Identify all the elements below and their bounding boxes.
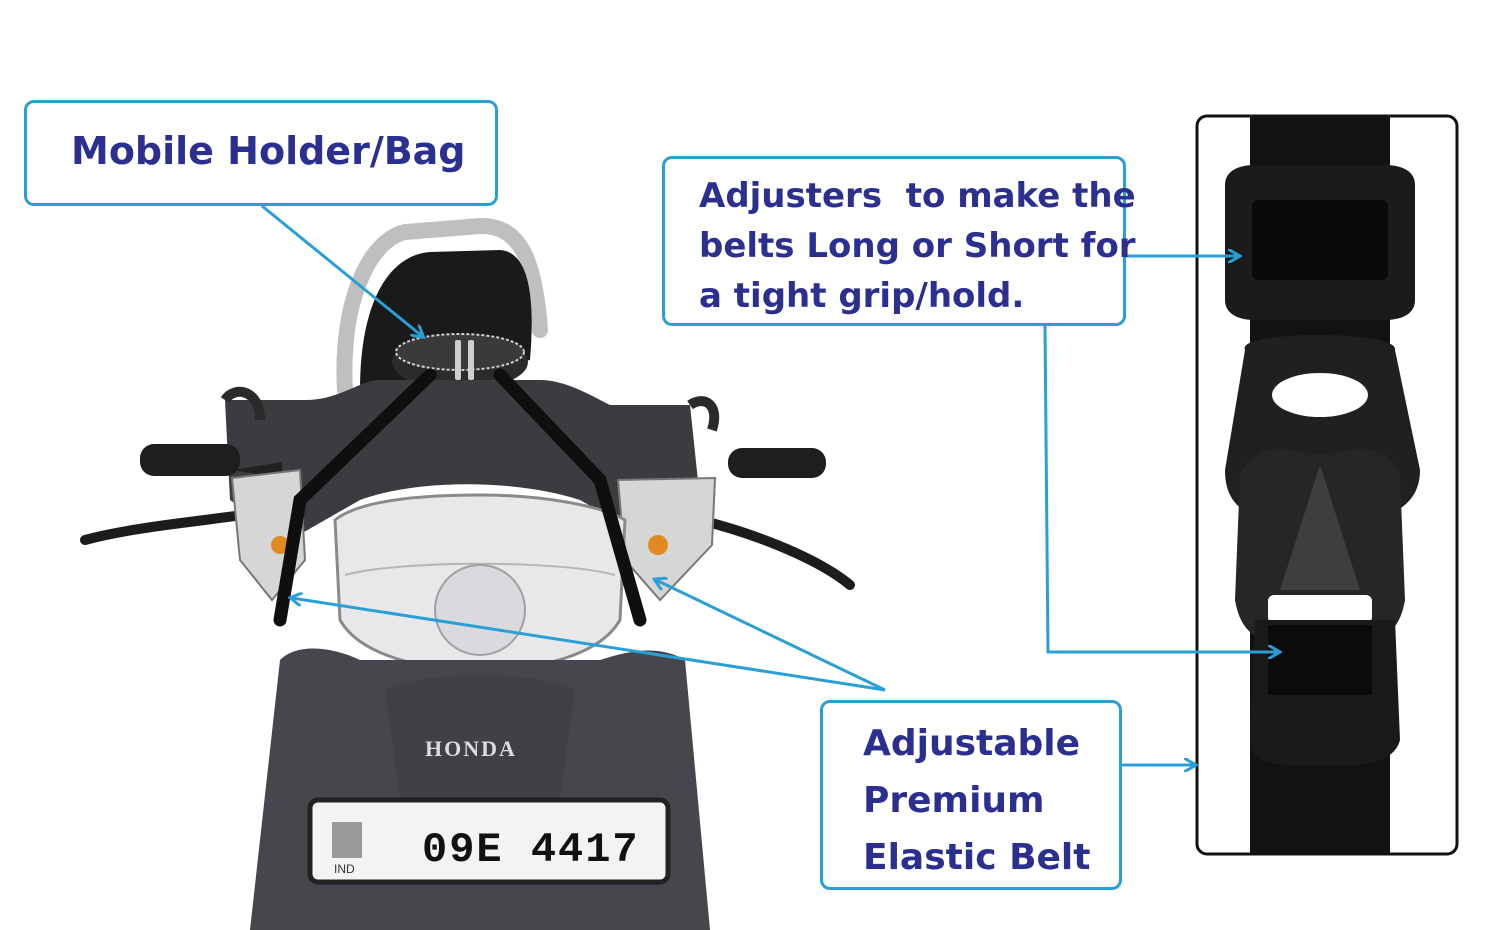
arrow-adjuster-bottom [1043,325,1278,652]
callout-belt-line-3: Elastic Belt [863,837,1091,878]
callout-adjusters: Adjusters to make the belts Long or Shor… [662,156,1136,326]
arrow-belt-left [292,598,886,692]
callout-adjusters-line-2: belts Long or Short for [699,226,1136,266]
plate-country: IND [334,862,355,876]
brand-logo-text: HONDA [425,736,517,761]
callout-belt-line-1: Adjustable [863,723,1081,764]
buckle-closeup [1195,114,1459,856]
callout-elastic-belt: Adjustable Premium Elastic Belt [820,700,1122,890]
callout-mobile-holder-text: Mobile Holder/Bag [71,129,466,173]
arrow-mobile-holder [261,204,422,336]
callout-belt-line-2: Premium [863,780,1045,821]
number-plate [307,797,671,885]
pointer-arrows [261,204,1278,765]
callout-mobile-holder: Mobile Holder/Bag [24,100,498,206]
plate-number: 09E 4417 [422,826,640,874]
scooter-image [80,217,855,930]
arrow-belt-right [656,580,886,692]
callout-adjusters-line-3: a tight grip/hold. [699,276,1025,316]
callout-adjusters-line-1: Adjusters to make the [699,176,1136,216]
